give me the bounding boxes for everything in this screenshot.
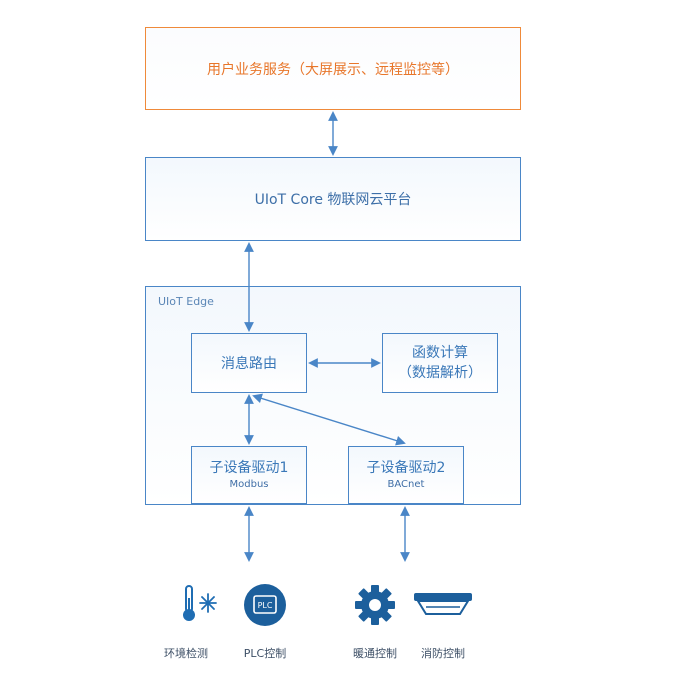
- device-label-fire: 消防控制: [421, 647, 465, 660]
- device-label-environment: 环境检测: [164, 647, 208, 660]
- driver-1-label: 子设备驱动1: [209, 460, 289, 476]
- uiot-core-platform-label: UIoT Core 物联网云平台: [254, 192, 412, 208]
- sub-device-driver-1-box: 子设备驱动1 Modbus: [191, 446, 307, 504]
- driver-2-label: 子设备驱动2: [366, 460, 446, 476]
- uiot-edge-label: UIoT Edge: [158, 295, 214, 308]
- user-business-service-box: 用户业务服务（大屏展示、远程监控等）: [145, 27, 521, 110]
- thermometer-snowflake-icon: [183, 585, 217, 621]
- svg-text:PLC: PLC: [258, 601, 273, 610]
- sub-device-driver-2-box: 子设备驱动2 BACnet: [348, 446, 464, 504]
- uiot-core-platform-box: UIoT Core 物联网云平台: [145, 157, 521, 241]
- smoke-detector-icon: [414, 593, 472, 615]
- message-routing-box: 消息路由: [191, 333, 307, 393]
- plc-icon: PLC: [244, 584, 286, 626]
- function-compute-box: 函数计算 （数据解析）: [382, 333, 498, 393]
- driver-1-protocol: Modbus: [229, 479, 269, 490]
- gear-icon: [355, 585, 395, 625]
- device-label-hvac: 暖通控制: [353, 647, 397, 660]
- function-compute-label: 函数计算: [412, 345, 468, 361]
- user-business-service-label: 用户业务服务（大屏展示、远程监控等）: [207, 61, 459, 78]
- device-label-plc: PLC控制: [243, 647, 287, 660]
- driver-2-protocol: BACnet: [387, 479, 425, 490]
- message-routing-label: 消息路由: [221, 356, 277, 372]
- function-compute-sublabel: （数据解析）: [398, 365, 482, 381]
